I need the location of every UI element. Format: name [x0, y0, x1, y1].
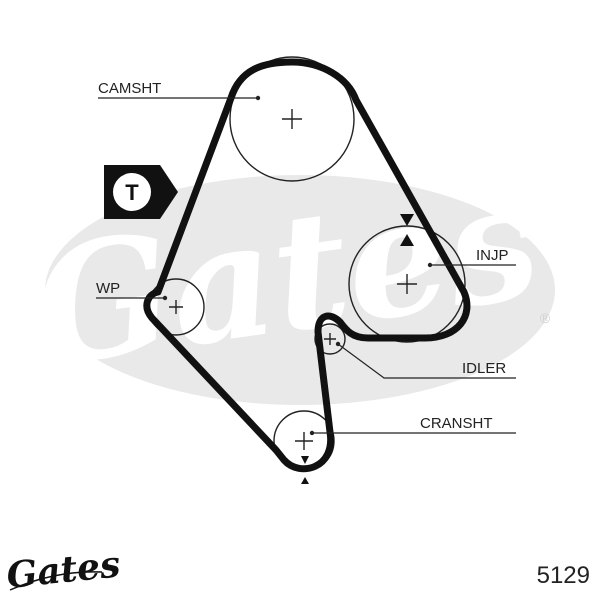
tension-indicator: T	[104, 165, 178, 219]
gates-logo-text: Gates	[5, 543, 123, 597]
crankshaft-center-mark	[295, 432, 313, 450]
crankshaft-timing-arrow-top	[301, 456, 309, 464]
leader-dots	[162, 95, 433, 436]
center-marks	[169, 109, 417, 450]
injection-pump-center-mark	[397, 274, 417, 294]
tension-symbol: T	[125, 180, 139, 205]
idler-pulley	[314, 323, 346, 355]
water-pump-center-mark	[169, 300, 183, 314]
injection-pump-label: INJP	[476, 247, 509, 264]
component-labels: CAMSHT INJP WP IDLER CRANSHT	[96, 80, 509, 432]
registered-mark: ®	[540, 310, 551, 326]
crankshaft-label: CRANSHT	[420, 415, 493, 432]
camshaft-pulley	[229, 56, 355, 182]
camshaft-leader-dot	[255, 95, 261, 101]
timing-marks	[301, 214, 414, 484]
pulleys	[147, 56, 466, 472]
injection-pump-timing-arrow-top	[400, 214, 414, 226]
injection-pump-leader-dot	[427, 262, 433, 268]
leader-lines	[96, 97, 516, 434]
idler-leader-dot	[335, 341, 341, 347]
crankshaft-timing-arrow-bottom	[301, 477, 309, 484]
gates-logo-swoosh	[9, 571, 103, 591]
water-pump-leader-dot	[162, 295, 168, 301]
water-pump-label: WP	[96, 280, 120, 297]
part-number: 5129	[536, 562, 590, 589]
idler-leader	[337, 343, 516, 379]
timing-belt	[143, 58, 471, 473]
crankshaft-leader-dot	[309, 430, 315, 436]
tension-badge-circle	[113, 173, 151, 211]
camshaft-label: CAMSHT	[98, 80, 161, 97]
camshaft-center-mark	[282, 109, 302, 129]
injection-pump-timing-arrow-bottom	[400, 234, 414, 246]
idler-label: IDLER	[462, 360, 506, 377]
gates-logo: Gates	[5, 543, 123, 597]
idler-center-mark	[324, 333, 336, 345]
